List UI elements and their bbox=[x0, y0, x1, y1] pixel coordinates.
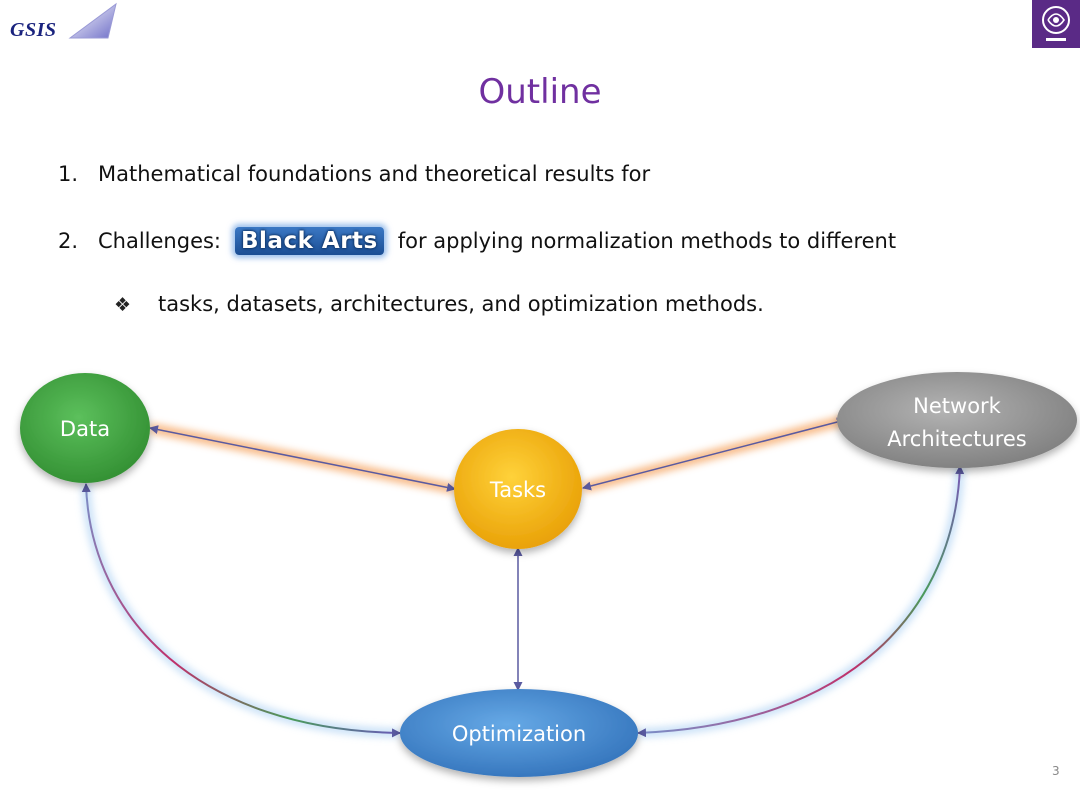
sub-bullet-text: tasks, datasets, architectures, and opti… bbox=[158, 292, 764, 316]
university-emblem-icon bbox=[1042, 6, 1070, 41]
page-title: Outline bbox=[478, 72, 602, 112]
node-tasks-label: Tasks bbox=[489, 478, 546, 502]
page-number: 3 bbox=[1052, 764, 1060, 778]
node-optimization-label: Optimization bbox=[452, 722, 586, 746]
curved-edges bbox=[81, 465, 965, 738]
diamond-bullet-icon: ❖ bbox=[114, 294, 132, 316]
edge-tasks-network bbox=[582, 417, 846, 491]
node-data: Data bbox=[20, 373, 150, 483]
sub-bullet: ❖ tasks, datasets, architectures, and opt… bbox=[114, 292, 764, 316]
outline-item-number: 2. bbox=[58, 229, 79, 253]
node-network-label-line2: Architectures bbox=[887, 427, 1027, 451]
outline-item-number: 1. bbox=[58, 162, 79, 186]
gsis-logo-triangle-icon bbox=[68, 2, 117, 39]
outline-item-2: 2. Challenges: Black Arts for applying norm… bbox=[58, 227, 896, 255]
node-tasks: Tasks bbox=[454, 429, 582, 549]
node-network-architectures: Network Architectures bbox=[837, 372, 1077, 468]
node-network-label-line1: Network bbox=[913, 394, 1002, 418]
edge-network-optimization bbox=[637, 465, 965, 738]
outline-item-suffix: for applying normalization methods to di… bbox=[397, 229, 897, 253]
gsis-logo: GSIS bbox=[4, 0, 122, 44]
outline-item-text: Mathematical foundations and theoretical… bbox=[98, 162, 651, 186]
university-logo bbox=[1032, 0, 1080, 48]
node-data-label: Data bbox=[60, 417, 110, 441]
black-arts-highlight: Black Arts bbox=[235, 227, 384, 255]
outline-item-prefix: Challenges: bbox=[98, 229, 222, 253]
outline-item-1: 1. Mathematical foundations and theoretic… bbox=[58, 162, 650, 186]
gsis-logo-text: GSIS bbox=[10, 19, 57, 41]
node-optimization: Optimization bbox=[400, 689, 638, 777]
edge-data-tasks bbox=[149, 425, 456, 492]
edge-data-optimization bbox=[81, 483, 401, 738]
